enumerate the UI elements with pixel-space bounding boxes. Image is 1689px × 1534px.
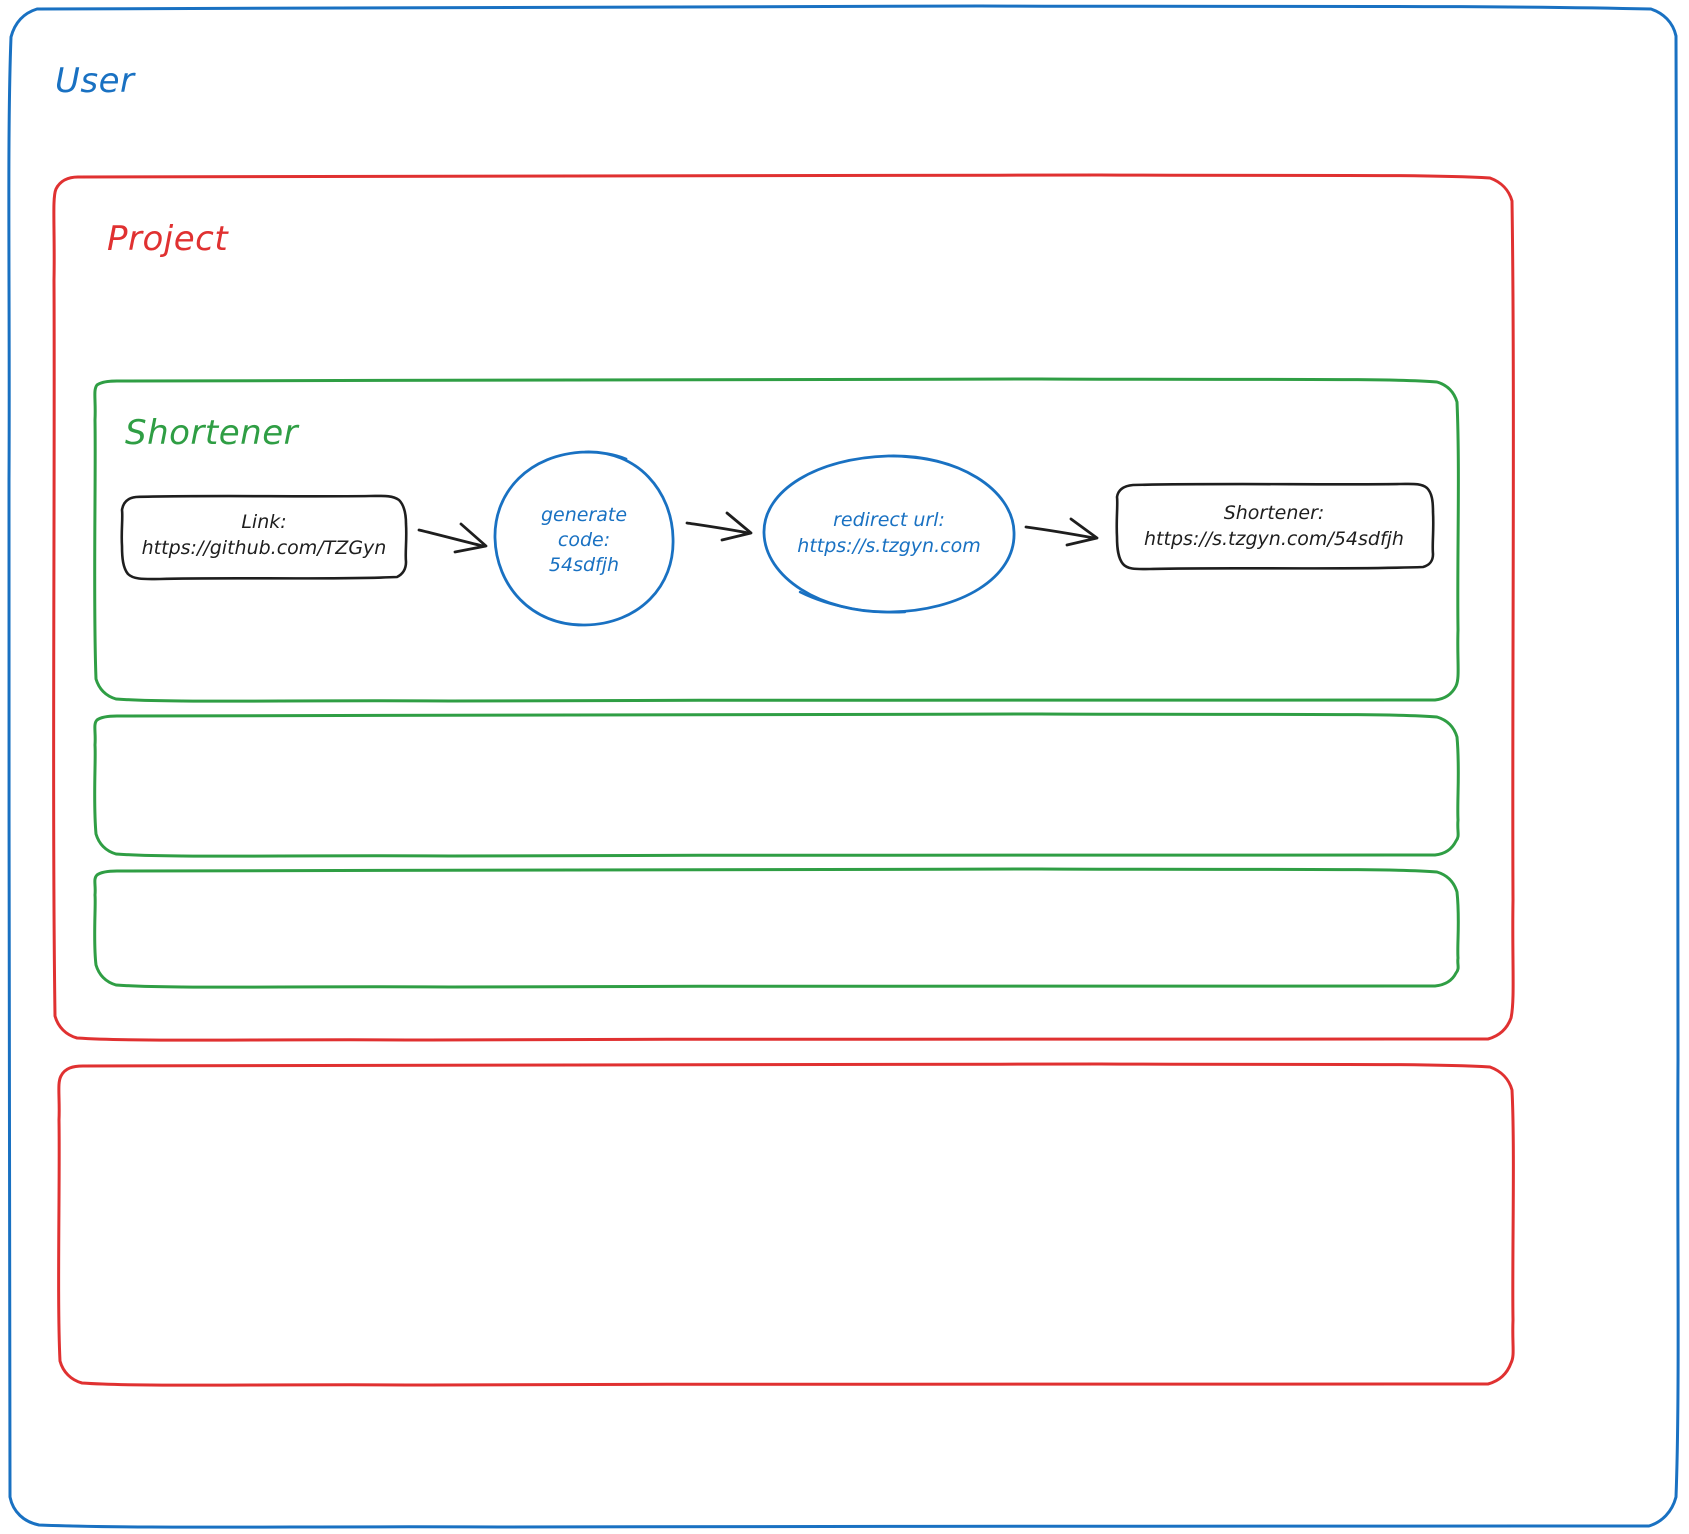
container-shortener-empty-2-border (93, 867, 1460, 989)
node-link-line-0: Link: (241, 511, 286, 533)
node-link[interactable]: Link: https://github.com/TZGyn (120, 494, 408, 581)
node-link-border (120, 494, 408, 581)
container-project[interactable]: Project (52, 173, 1515, 1042)
node-redirect-url-line-0: redirect url: (833, 509, 945, 531)
arrow-2-head (720, 511, 753, 542)
container-user-label: User (55, 61, 136, 101)
container-project-border (52, 173, 1515, 1042)
container-user[interactable]: User (7, 4, 1680, 1529)
node-redirect-url[interactable]: redirect url: https://s.tzgyn.com (762, 454, 1016, 614)
node-shortener-result[interactable]: Shortener: https://s.tzgyn.com/54sdfjh (1115, 482, 1435, 571)
node-link-line-1: https://github.com/TZGyn (142, 537, 387, 559)
node-shortener-result-line-0: Shortener: (1224, 502, 1325, 524)
node-generate-code[interactable]: generate code: 54sdfjh (493, 450, 675, 627)
container-project-empty-border (57, 1062, 1515, 1387)
node-redirect-url-line-1: https://s.tzgyn.com (797, 535, 980, 557)
node-generate-code-line-1: code: (558, 529, 610, 551)
arrow-3-head (1065, 517, 1099, 547)
node-generate-code-line-0: generate (541, 504, 627, 526)
arrow-3[interactable] (1024, 517, 1099, 547)
node-generate-code-line-2: 54sdfjh (549, 554, 619, 576)
node-shortener-result-border (1115, 482, 1435, 571)
arrow-1[interactable] (417, 522, 488, 554)
arrow-2[interactable] (685, 511, 753, 542)
container-shortener-empty-1-border (93, 712, 1460, 858)
container-user-border (7, 4, 1680, 1529)
container-project-label: Project (107, 219, 229, 259)
arrow-2-line (685, 521, 750, 535)
arrow-1-line (417, 528, 485, 548)
node-redirect-url-border (762, 454, 1016, 614)
node-generate-code-border (493, 450, 675, 627)
arrow-3-line (1024, 525, 1096, 540)
container-project-empty[interactable] (57, 1062, 1515, 1387)
node-redirect-url-border-overlap (798, 590, 907, 614)
container-shortener-empty-1[interactable] (93, 712, 1460, 858)
container-shortener[interactable]: Shortener (93, 377, 1460, 703)
node-shortener-result-line-1: https://s.tzgyn.com/54sdfjh (1144, 528, 1404, 550)
arrow-1-head (453, 522, 488, 554)
container-shortener-label: Shortener (125, 413, 300, 453)
container-shortener-empty-2[interactable] (93, 867, 1460, 989)
container-shortener-border (93, 377, 1460, 703)
